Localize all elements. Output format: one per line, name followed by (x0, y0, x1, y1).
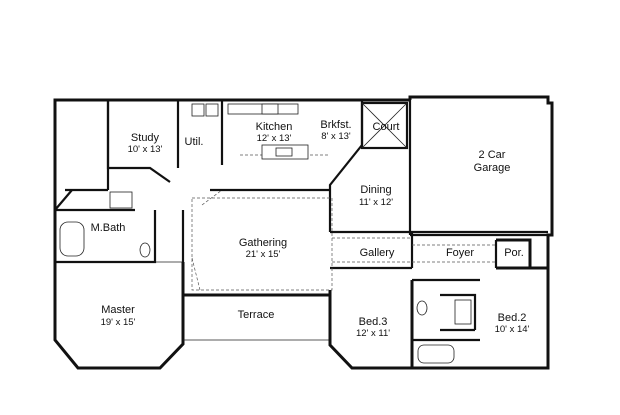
dining-size: 11' x 12' (359, 197, 393, 208)
bed3-label: Bed.3 (359, 316, 388, 328)
master-size: 19' x 15' (101, 317, 136, 328)
garage-size: Garage (474, 162, 511, 174)
gathering-size: 21' x 15' (246, 249, 281, 260)
kitchen-sink (275, 147, 293, 157)
porch-label: Por. (504, 247, 524, 259)
dining-label: Dining (360, 184, 391, 196)
fixtures (59, 102, 472, 364)
gathering-label: Gathering (239, 237, 287, 249)
dashed-openings (191, 154, 496, 291)
shower (109, 191, 133, 209)
hall-tub (417, 344, 455, 364)
terrace-label: Terrace (238, 309, 275, 321)
toilet (139, 242, 151, 258)
master-label: Master (101, 304, 135, 316)
kitchen-label: Kitchen (256, 121, 293, 133)
study-size: 10' x 13' (128, 144, 163, 155)
cooktop (261, 103, 279, 115)
mbath-label: M.Bath (91, 222, 126, 234)
bed2-label: Bed.2 (498, 312, 527, 324)
bed2-size: 10' x 14' (495, 324, 530, 335)
exterior-walls (53, 95, 554, 370)
washer (191, 103, 205, 117)
garage-label: 2 Car (479, 149, 506, 161)
interior-walls (54, 100, 548, 342)
study-label: Study (131, 132, 160, 144)
util-label: Util. (185, 136, 204, 148)
court-label: Court (373, 121, 400, 133)
bathtub (59, 221, 85, 257)
dryer (205, 103, 219, 117)
room-labels: Study 10' x 13' Util. Kitchen 12' x 13' … (91, 119, 530, 339)
kitchen-size: 12' x 13' (257, 133, 292, 144)
vanity (454, 299, 472, 325)
brkfst-label: Brkfst. (320, 119, 351, 131)
foyer-label: Foyer (446, 247, 474, 259)
gallery-label: Gallery (360, 247, 395, 259)
hall-toilet (416, 300, 428, 316)
brkfst-size: 8' x 13' (321, 131, 351, 142)
bed3-size: 12' x 11' (356, 328, 390, 339)
